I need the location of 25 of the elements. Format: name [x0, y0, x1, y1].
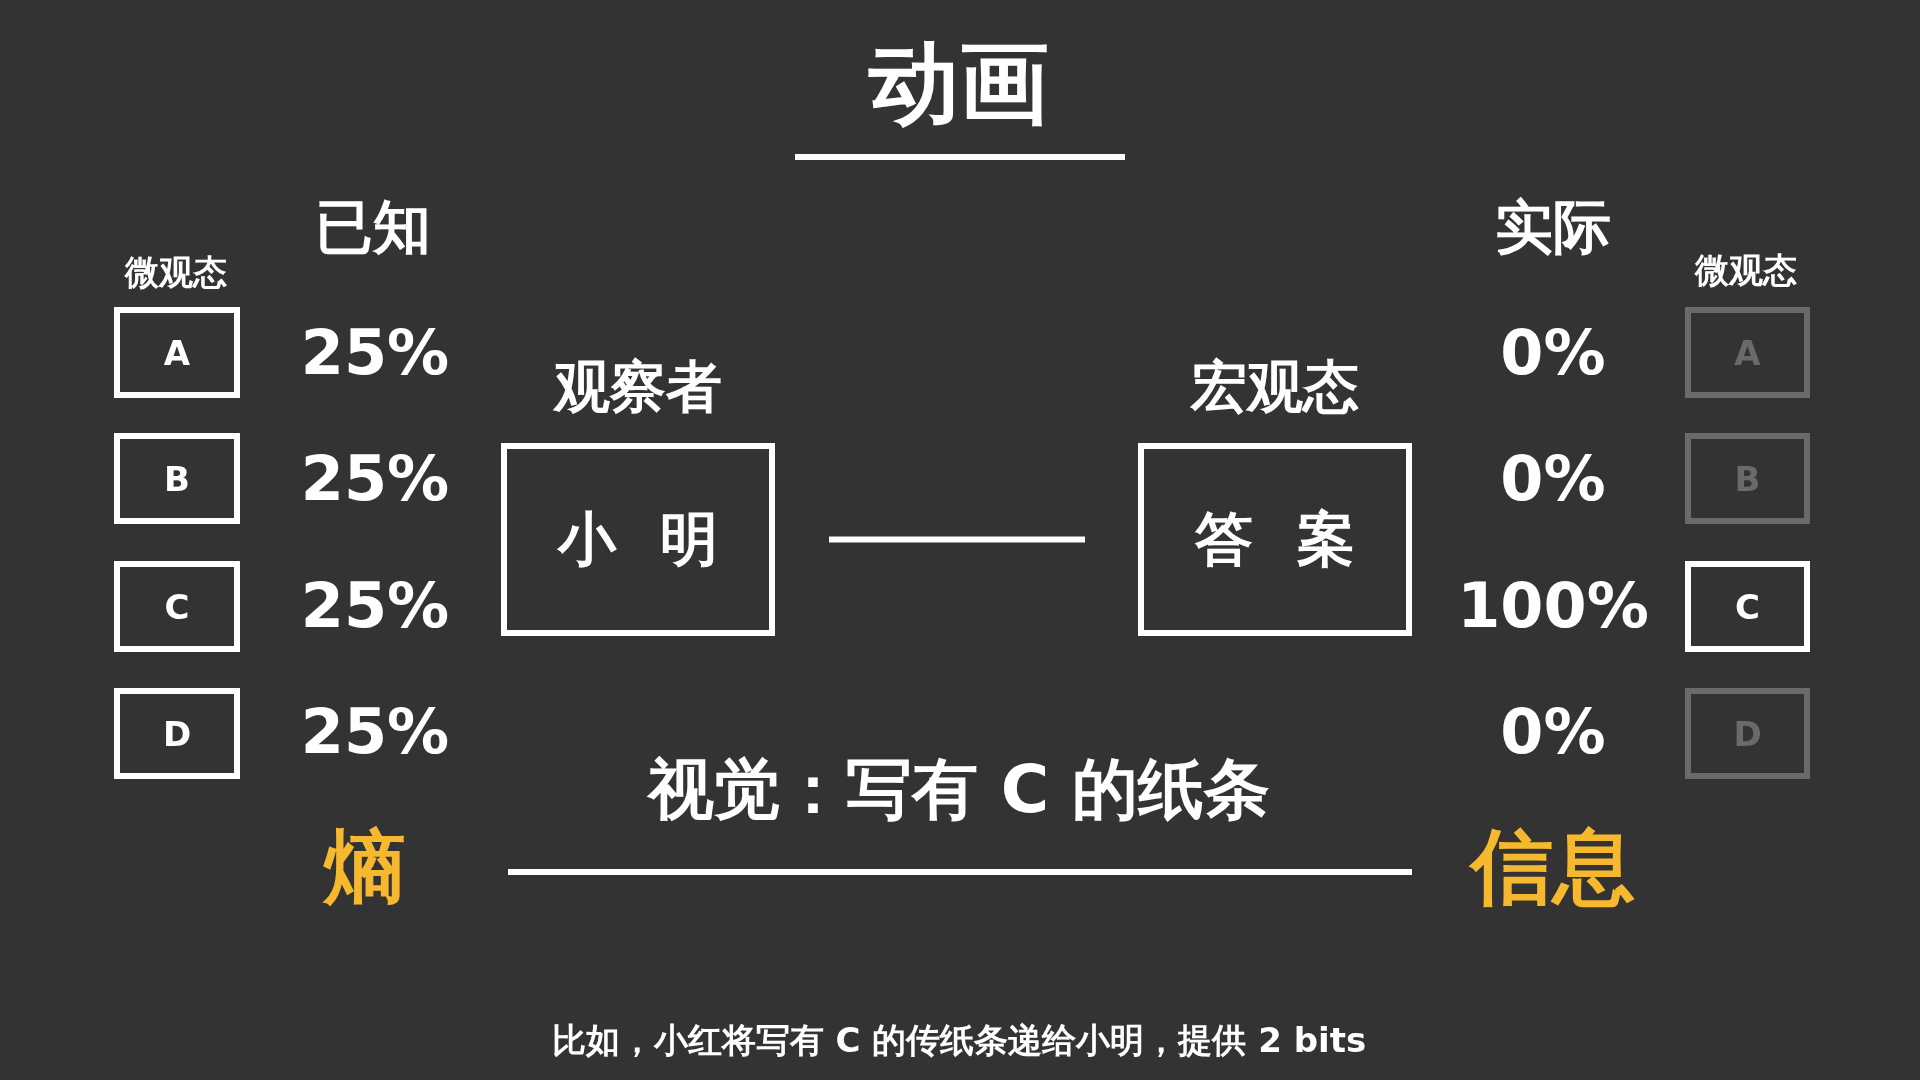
- state-box: C: [1685, 561, 1810, 652]
- percentage-value: 100%: [1457, 575, 1649, 637]
- percentage-value: 0%: [1500, 701, 1606, 763]
- percentage-value: 0%: [1500, 322, 1606, 384]
- highlight-term: 信息: [1471, 826, 1635, 908]
- box-heading: 观察者: [554, 359, 722, 415]
- percentage-value: 0%: [1500, 448, 1606, 510]
- process-box: 小明: [501, 443, 775, 636]
- subtitle-text: 比如，小红将写有 C 的传纸条递给小明，提供 2 bits: [551, 1023, 1367, 1057]
- highlight-term: 熵: [324, 826, 406, 908]
- state-box: B: [114, 433, 240, 524]
- state-box: D: [114, 688, 240, 779]
- statement-text: 视觉：写有 C 的纸条: [647, 757, 1271, 823]
- percentage-value: 25%: [300, 448, 450, 510]
- process-box: 答案: [1138, 443, 1412, 636]
- box-heading: 宏观态: [1191, 359, 1359, 415]
- column-heading: 已知: [315, 198, 431, 256]
- state-box: C: [114, 561, 240, 652]
- connector-line: [829, 536, 1085, 543]
- title-text: 动画: [869, 38, 1049, 128]
- percentage-value: 25%: [300, 701, 450, 763]
- column-heading: 实际: [1495, 198, 1611, 256]
- state-box: A: [114, 307, 240, 398]
- percentage-value: 25%: [300, 322, 450, 384]
- percentage-value: 25%: [300, 575, 450, 637]
